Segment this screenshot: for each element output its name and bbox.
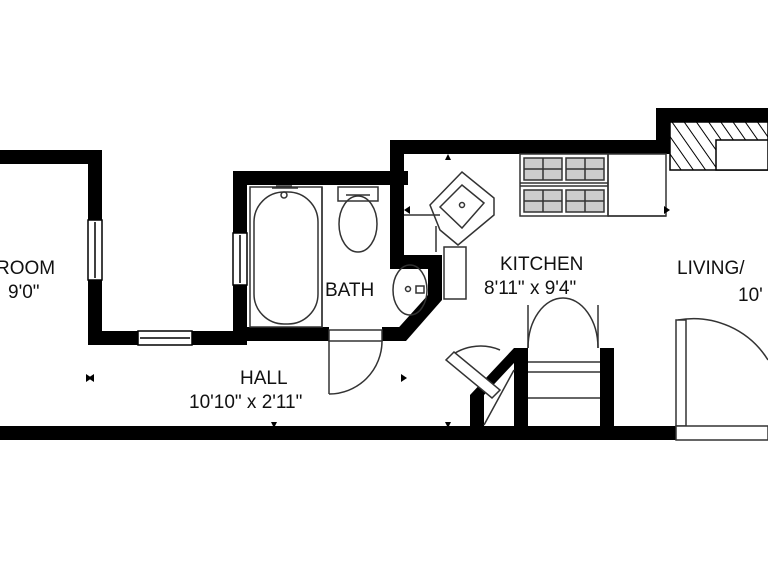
corner-sink-counter (429, 170, 495, 246)
kitchen-name: KITCHEN (500, 254, 583, 275)
bathtub (249, 186, 323, 328)
living-door-leaf[interactable] (675, 319, 687, 427)
bath-name: BATH (325, 280, 374, 301)
fridge (607, 153, 667, 217)
bath-sink (392, 264, 428, 316)
kitchen-top-wall (390, 140, 670, 154)
living-threshold (675, 425, 768, 441)
corner-sink (438, 183, 486, 230)
hall-bottom-wall (0, 426, 676, 440)
windows (87, 219, 248, 346)
living-area (669, 121, 768, 171)
doors (328, 317, 768, 441)
bedroom-name: ROOM (0, 258, 55, 279)
marker-hall-left2 (88, 374, 94, 382)
tub-faucet-icon (280, 191, 288, 199)
bedroom-right-wall-upper (88, 150, 102, 220)
bath-left-wall-lower (233, 285, 247, 345)
bedroom-dimensions: 9'0" (8, 282, 40, 303)
stair-door-leaf[interactable] (444, 350, 502, 400)
marker-hall-bottom (271, 422, 277, 428)
dimension-markers (86, 154, 670, 428)
living-dimensions: 10' (738, 285, 763, 306)
living-door-swing (677, 317, 768, 361)
marker-hall-right (401, 374, 407, 382)
walls (0, 108, 768, 440)
marker-kitchen-top (445, 154, 451, 160)
hall-top-wall-left (88, 331, 138, 345)
hearth (715, 139, 768, 171)
stair-wall-left (514, 348, 528, 440)
toilet-tank (337, 186, 379, 202)
marker-kitchen-left (404, 206, 410, 214)
bath-door-swing (328, 340, 383, 395)
kitchen-fixtures (404, 153, 667, 300)
bedroom-right-wall-lower (88, 280, 102, 345)
stair-small-wall (470, 395, 484, 440)
stairs (527, 297, 600, 399)
bath-bottom-wall-left (247, 327, 329, 341)
bathtub-basin (253, 191, 319, 325)
room-labels: ROOM 9'0" BATH KITCHEN 8'11" x 9'4" HALL… (0, 254, 763, 413)
hall-dimensions: 10'10" x 2'11" (189, 392, 302, 413)
bath-left-wall-upper (233, 171, 247, 233)
dishwasher (443, 246, 467, 300)
bath-right-nub-down (428, 255, 442, 300)
living-name: LIVING/ (677, 258, 745, 279)
bath-door-leaf[interactable] (328, 329, 383, 342)
marker-kitchen-bottom (445, 422, 451, 428)
bedroom-top-wall (0, 150, 102, 164)
marker-kitchen-right (664, 206, 670, 214)
living-top-wall (656, 108, 768, 122)
stair-wall-right (600, 348, 614, 440)
stair-landing-arc (527, 297, 599, 349)
bath-angled-wall (392, 295, 442, 341)
toilet-bowl (338, 195, 378, 253)
hall-name: HALL (240, 368, 288, 389)
bath-right-wall (390, 140, 404, 260)
bath-fixtures (249, 185, 428, 328)
kitchen-dimensions: 8'11" x 9'4" (484, 278, 576, 299)
bath-top-wall (233, 171, 408, 185)
stove-burners (523, 157, 605, 213)
